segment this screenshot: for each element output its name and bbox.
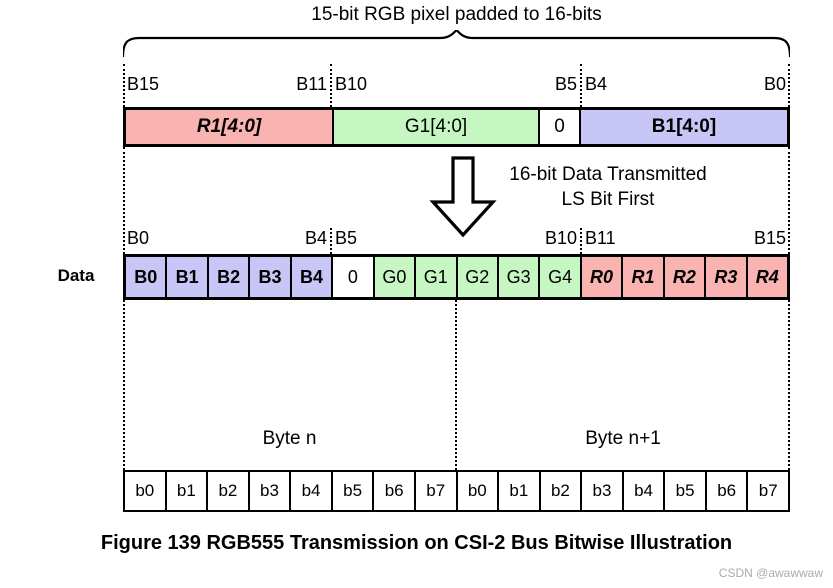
figure-top-title: 15-bit RGB pixel padded to 16-bits (311, 4, 602, 25)
bit-label-b5: B5 (554, 74, 577, 94)
dotted-guide-line (580, 228, 582, 254)
bit-label-b4: B4 (304, 228, 327, 248)
data-bit-cell: G2 (457, 257, 499, 297)
bit-label-b11: B11 (296, 74, 327, 94)
arrow-note-line1: 16-bit Data Transmitted (509, 164, 707, 185)
bit-label-b10: B10 (544, 228, 577, 248)
byte-bit-cell: b1 (499, 472, 541, 510)
dotted-guide-line (580, 64, 582, 107)
figure-caption: Figure 139 RGB555 Transmission on CSI-2 … (100, 532, 733, 554)
pixel-bar-bit-labels: B15 B11 B10 B5 B4 B0 (123, 74, 790, 98)
byte-bit-cell: b7 (416, 472, 458, 510)
data-row-bit-labels: B0 B4 B5 B10 B11 B15 (123, 228, 790, 252)
arrow-note: 16-bit Data Transmitted LS Bit First (488, 162, 728, 212)
byte-bit-cell: b5 (333, 472, 375, 510)
data-bit-cell: R2 (664, 257, 707, 297)
bit-label-b15: B15 (753, 228, 786, 248)
dotted-guide-line (330, 228, 332, 254)
byte-bit-cell: b4 (624, 472, 666, 510)
byte-n-label: Byte n (262, 428, 317, 449)
data-bit-cell: G4 (540, 257, 582, 297)
data-bit-cell: G3 (498, 257, 541, 297)
byte-bit-cell: b5 (665, 472, 707, 510)
data-bit-cell: B4 (291, 257, 334, 297)
dotted-guide-line (330, 64, 332, 107)
byte-bit-cell: b0 (125, 472, 167, 510)
dotted-guide-line (788, 300, 790, 470)
data-bit-cell: B0 (126, 257, 168, 297)
data-bit-cell: G1 (416, 257, 458, 297)
data-row-label: Data (57, 266, 95, 285)
bit-label-b5: B5 (335, 228, 358, 248)
watermark: CSDN @awawwaw (718, 566, 823, 580)
byte-bit-cell: b1 (167, 472, 209, 510)
down-arrow-icon (429, 156, 497, 238)
byte-bit-cell: b2 (541, 472, 583, 510)
data-bit-cell: B3 (250, 257, 292, 297)
dotted-guide-line (123, 64, 125, 107)
bit-label-b11: B11 (585, 228, 616, 248)
dotted-guide-line (788, 64, 790, 107)
byte-bit-cell: b2 (208, 472, 250, 510)
bit-label-b15: B15 (127, 74, 160, 94)
data-bit-cell: R3 (706, 257, 748, 297)
data-bit-cell: B1 (167, 257, 209, 297)
byte-bit-cell: b3 (582, 472, 624, 510)
dotted-guide-line (123, 300, 125, 470)
data-bit-cell: G0 (374, 257, 417, 297)
byte-bit-cell: b6 (374, 472, 416, 510)
bit-label-b0: B0 (127, 228, 150, 248)
pixel-bar-segment: R1[4:0] (126, 110, 335, 144)
data-bit-cell: R0 (581, 257, 624, 297)
byte-bit-cell: b3 (250, 472, 292, 510)
data-bit-cell: B2 (208, 257, 251, 297)
byte-bit-cell: b6 (707, 472, 749, 510)
data-bit-cell: R4 (747, 257, 787, 297)
byte-bit-cell: b7 (758, 481, 778, 500)
byte-bit-cell: b0 (458, 472, 500, 510)
byte-n-plus-1-label: Byte n+1 (585, 428, 661, 449)
arrow-note-line2: LS Bit First (561, 189, 655, 210)
bit-label-b0: B0 (763, 74, 786, 94)
bit-label-b4: B4 (585, 74, 608, 94)
dotted-guide-line (123, 147, 125, 254)
dotted-guide-line (455, 300, 457, 470)
data-bit-cell: R1 (623, 257, 665, 297)
pixel-bar-segment: B1[4:0] (580, 110, 788, 144)
curly-brace (123, 30, 790, 58)
dotted-guide-line (788, 147, 790, 254)
pixel-bar-segment: G1[4:0] (334, 110, 541, 144)
byte-bit-cell: b4 (291, 472, 333, 510)
data-bit-cell: 0 (333, 257, 375, 297)
pixel-bar-segment: 0 (540, 110, 581, 144)
bit-label-b10: B10 (335, 74, 368, 94)
